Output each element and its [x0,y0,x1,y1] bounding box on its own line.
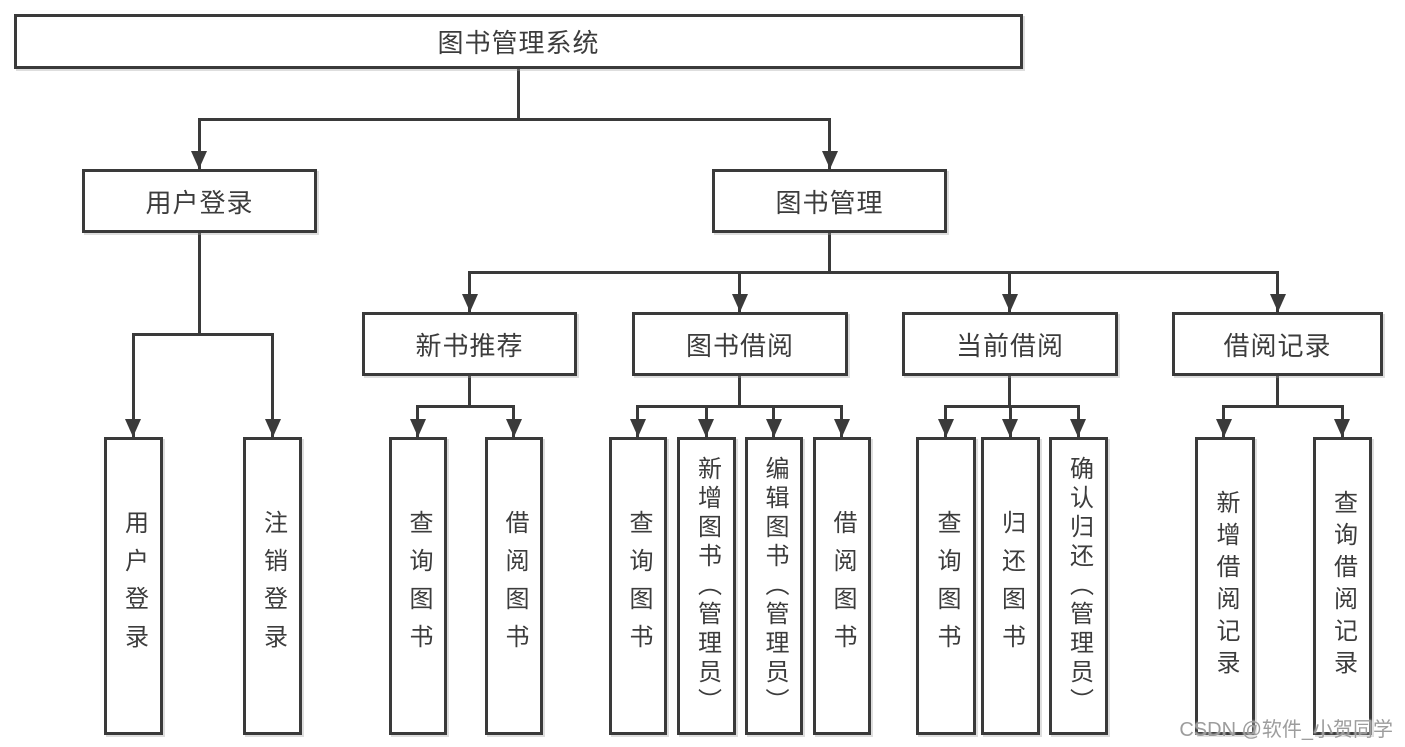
node-label: 当前借阅 [955,330,1064,361]
arrow-down-icon [1070,419,1086,437]
node-label: 查询图书 [933,510,960,662]
connector-line [1222,405,1344,408]
arrow-down-icon [698,419,714,437]
connector-line [468,271,1279,274]
connector-line [1276,273,1279,312]
arrow-down-icon [732,294,748,312]
connector-line [132,335,135,437]
arrow-down-icon [1002,419,1018,437]
node-label: 确认归还（管理员） [1065,455,1093,717]
connector-line [271,335,274,437]
node-label: 注销登录 [259,510,287,662]
connector-line [738,273,741,312]
node-label: 新书推荐 [415,330,524,361]
node-label: 新增图书（管理员） [693,455,721,717]
arrow-down-icon [630,419,646,437]
leaf-logout: 注销登录 [243,437,302,735]
node-label: 新增借阅记录 [1212,490,1239,682]
connector-line [198,120,201,169]
node-label: 查询图书 [625,510,652,662]
leaf-query-borrow-record: 查询借阅记录 [1313,437,1372,735]
node-label: 编辑图书（管理员） [761,455,788,717]
connector-line [738,376,741,407]
connector-line [198,118,831,121]
node-label: 用户登录 [145,187,254,218]
connector-line [198,233,201,335]
connector-line [468,376,471,407]
node-label: 查询图书 [405,510,432,662]
node-book-management: 图书管理 [712,169,947,233]
leaf-query-books-current: 查询图书 [916,437,976,735]
connector-line [132,333,274,336]
node-label: 借阅记录 [1223,330,1332,361]
leaf-user-login: 用户登录 [104,437,163,735]
leaf-query-books-recommend: 查询图书 [389,437,447,735]
connector-line [944,405,1080,408]
node-new-book-recommend: 新书推荐 [362,312,577,376]
node-label: 图书借阅 [685,330,794,361]
leaf-borrow-books-recommend: 借阅图书 [485,437,543,735]
node-label: 借阅图书 [829,510,856,662]
node-label: 借阅图书 [501,510,528,662]
arrow-down-icon [1270,294,1286,312]
node-user-login: 用户登录 [82,169,317,233]
arrow-down-icon [462,294,478,312]
arrow-down-icon [822,151,838,169]
connector-line [517,69,520,120]
arrow-down-icon [265,419,281,437]
node-label: 用户登录 [120,510,148,662]
node-current-borrow: 当前借阅 [902,312,1118,376]
connector-line [1008,273,1011,312]
leaf-return-book: 归还图书 [981,437,1040,735]
arrow-down-icon [834,419,850,437]
node-label: 图书管理系统 [437,28,600,58]
arrow-down-icon [191,151,207,169]
arrow-down-icon [938,419,954,437]
connector-line [828,233,831,273]
connector-line [828,120,831,169]
arrow-down-icon [1216,419,1232,437]
node-label: 归还图书 [997,510,1025,662]
leaf-add-book-admin: 新增图书（管理员） [677,437,736,735]
node-label: 查询借阅记录 [1329,490,1357,682]
node-book-borrow: 图书借阅 [632,312,848,376]
leaf-confirm-return-admin: 确认归还（管理员） [1049,437,1108,735]
connector-line [1276,376,1279,407]
leaf-add-borrow-record: 新增借阅记录 [1195,437,1255,735]
leaf-borrow-books-2: 借阅图书 [813,437,871,735]
node-label: 图书管理 [775,187,884,218]
csdn-watermark: CSDN @软件_小贺同学 [1179,719,1393,741]
arrow-down-icon [506,419,522,437]
arrow-down-icon [1002,294,1018,312]
connector-line [416,405,515,408]
leaf-edit-book-admin: 编辑图书（管理员） [745,437,803,735]
connector-line [636,405,843,408]
leaf-query-books-borrow: 查询图书 [609,437,667,735]
connector-line [1008,376,1011,407]
arrow-down-icon [125,419,141,437]
node-library-system: 图书管理系统 [14,14,1023,69]
arrow-down-icon [1334,419,1350,437]
node-borrow-records: 借阅记录 [1172,312,1383,376]
connector-line [468,273,471,312]
arrow-down-icon [766,419,782,437]
arrow-down-icon [410,419,426,437]
